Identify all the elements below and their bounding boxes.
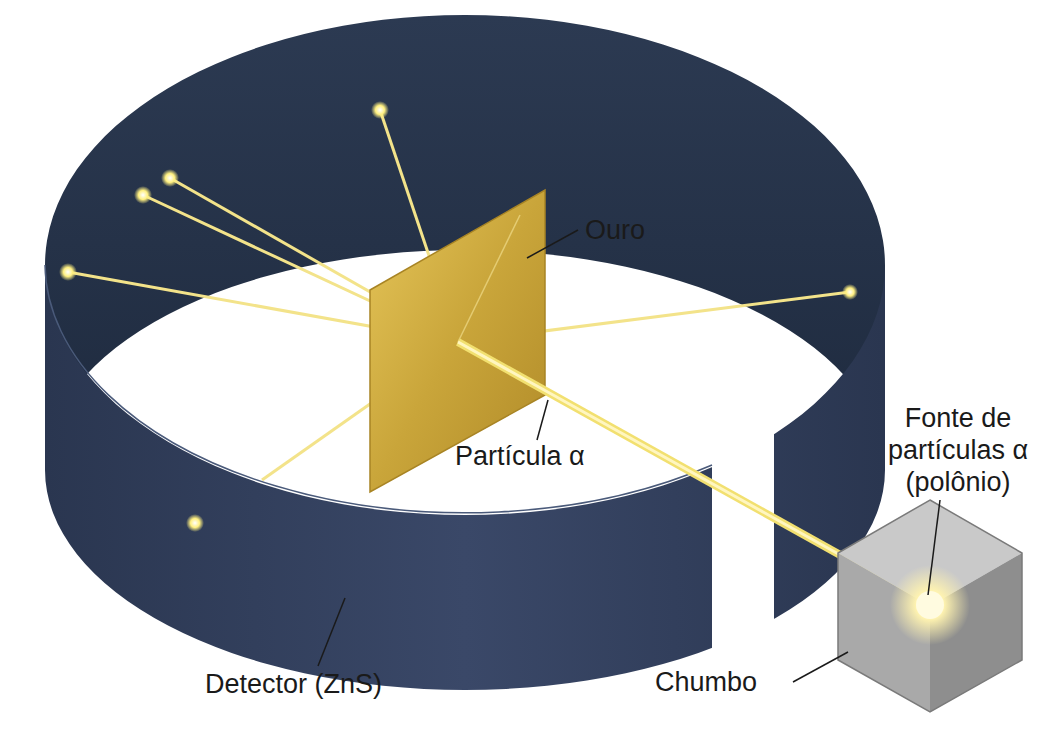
part-label: Chumbo	[655, 666, 757, 698]
detector-front-wall	[45, 265, 885, 690]
part-label: Detector (ZnS)	[205, 668, 382, 700]
leader-lines	[318, 230, 940, 682]
part-label: Ouro	[585, 214, 645, 246]
detector-gap	[712, 432, 774, 652]
scintillation-dots	[59, 101, 858, 532]
part-label: Partícula α	[455, 440, 585, 472]
detector-rim	[45, 265, 712, 513]
foil-ray	[458, 215, 520, 342]
lead-block	[838, 500, 1022, 712]
polonium-core	[916, 591, 944, 619]
part-label: Fonte de partículas α (polônio)	[870, 402, 1046, 498]
